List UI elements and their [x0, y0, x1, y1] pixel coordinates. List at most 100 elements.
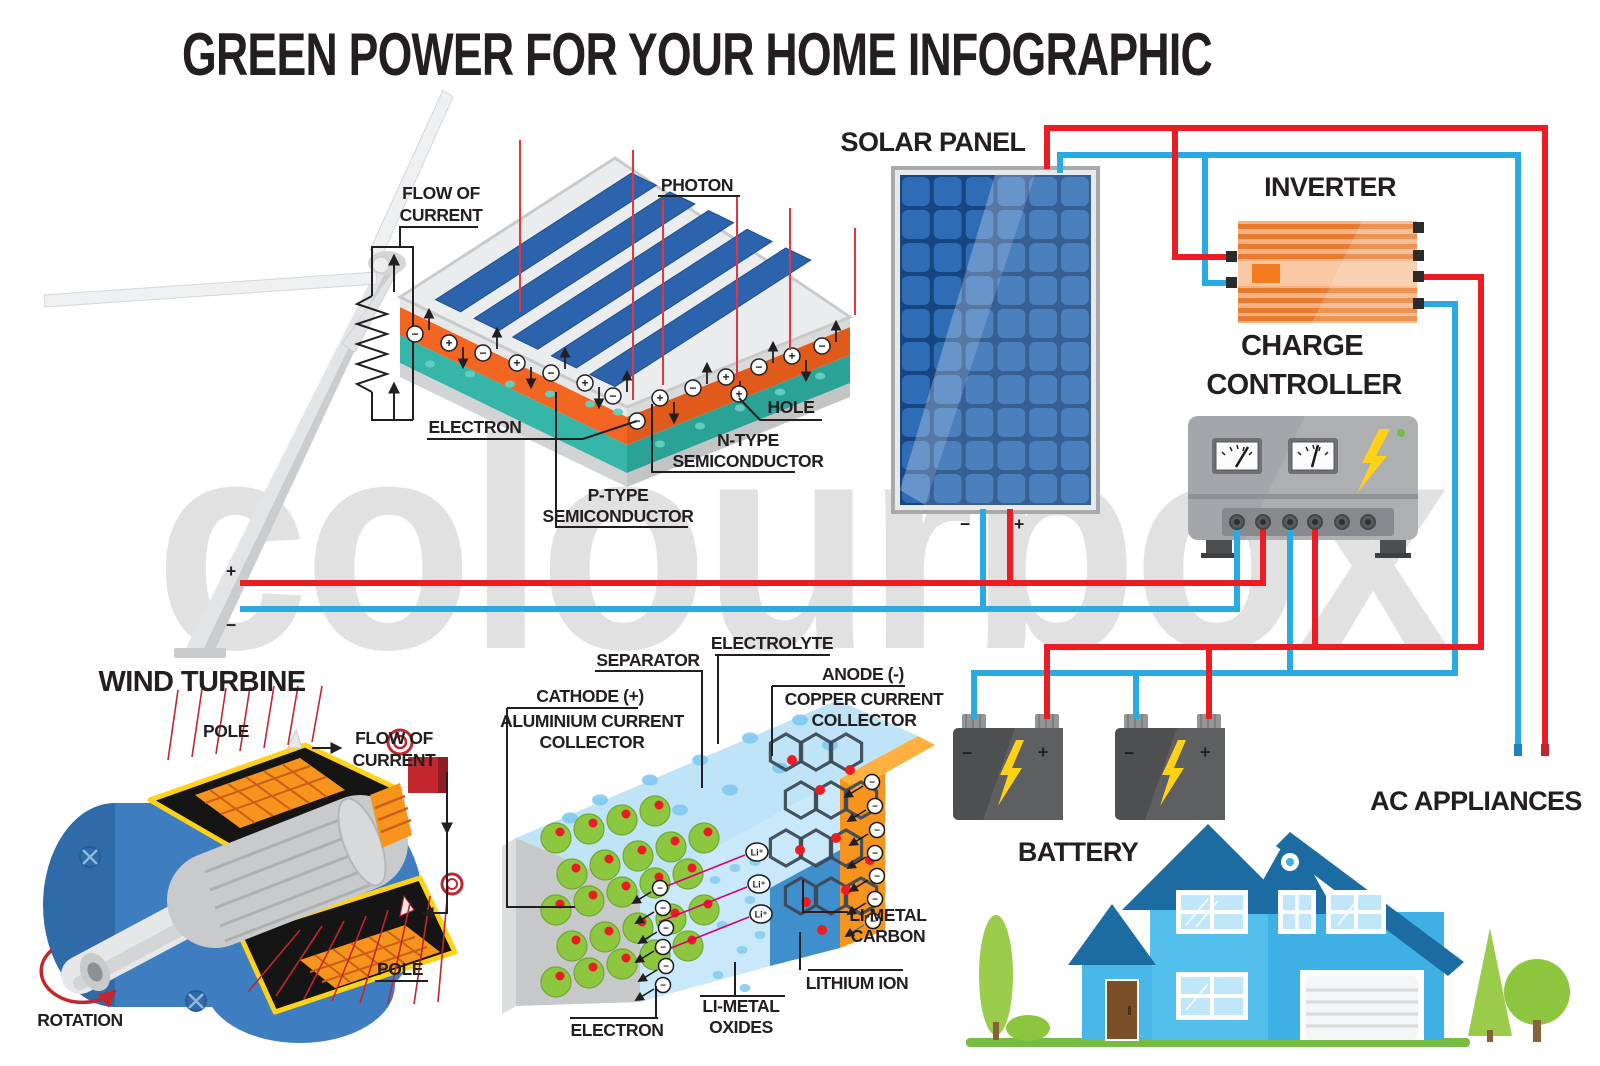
leader-anode: [771, 685, 905, 756]
wire-ac-neg-branch: [1202, 152, 1236, 286]
label-gen-flow-1: FLOW OF: [355, 728, 434, 748]
power-led-icon: [1397, 429, 1405, 437]
label-copper-1: COPPER CURRENT: [785, 689, 944, 709]
window: [1278, 890, 1316, 934]
electron-sign: −: [872, 895, 878, 906]
generator-rotor-laminations: [204, 813, 371, 943]
li-symbol: Li⁺: [755, 910, 768, 920]
wire-end-cap: [1514, 744, 1522, 756]
gauge-needle: [1310, 444, 1320, 468]
battery1-plus-sign: +: [1038, 742, 1048, 762]
label-n-type-1: N-TYPE: [717, 430, 779, 450]
turbine-blade-up: [369, 89, 454, 259]
pv-top-edge-right: [627, 317, 850, 417]
label-copper-2: COLLECTOR: [812, 710, 918, 730]
pv-p-layer-right: [627, 355, 850, 473]
label-li-metal-carbon-1: LI-METAL: [849, 905, 927, 925]
label-charge-controller-2: CONTROLLER: [1206, 369, 1402, 401]
analog-gauge-2: [1288, 438, 1338, 474]
window: [1176, 972, 1248, 1020]
turbine-tower-shade: [202, 262, 396, 652]
electron-sign: −: [660, 981, 666, 992]
electron-icon: [864, 912, 882, 930]
charge-sign: −: [818, 339, 825, 353]
charge-sign: +: [656, 391, 663, 405]
window: [1176, 890, 1248, 934]
electron-icon: [813, 337, 831, 355]
wire-battery-neg-bus: [971, 301, 1458, 719]
shaft-end-core: [87, 962, 103, 982]
label-separator: SEPARATOR: [596, 650, 700, 670]
labels-layer: GREEN POWER FOR YOUR HOME INFOGRAPHIC FL…: [37, 21, 1582, 1040]
grass: [966, 1038, 1470, 1047]
electron-icon: [604, 387, 622, 405]
lightning-bolt-icon: [1160, 740, 1186, 806]
lightning-bolt-icon: [998, 740, 1024, 806]
cypress-tree: [979, 915, 1013, 1035]
coil-ring-icon: [446, 878, 458, 890]
inverter-port: [1252, 264, 1280, 283]
pv-current-loop: [353, 246, 414, 421]
label-li-metal-oxides-1: LI-METAL: [702, 996, 780, 1016]
generator-field-lines-top: [167, 685, 323, 761]
wire-ac-pos-branch: [1172, 125, 1236, 260]
leader-cathode: [506, 707, 638, 908]
generator-illustration: [39, 685, 464, 1043]
charge-sign: −: [609, 389, 616, 403]
tree-trunk: [1487, 1030, 1493, 1042]
label-flow-of-current-2: CURRENT: [400, 205, 483, 225]
pv-bottom-left-face: [400, 363, 627, 487]
electron-sign: −: [660, 943, 666, 954]
label-cathode: CATHODE (+): [536, 686, 644, 706]
charge-sign: +: [722, 370, 729, 384]
turbine-blade-left: [43, 271, 378, 308]
leader-n-type: [651, 404, 795, 473]
wire-ac-neg-loop: [1057, 152, 1521, 753]
electron-icon: [863, 773, 881, 791]
carbon-zone-face: [770, 850, 840, 966]
electron-sign: −: [663, 924, 669, 935]
liion-top-face: [516, 700, 918, 890]
lithium-ion-icon: [747, 874, 771, 894]
charge-controller-illustration: [1188, 416, 1418, 558]
label-lithium-ion: LITHIUM ION: [806, 973, 909, 993]
label-photon: PHOTON: [661, 175, 733, 195]
controller-foot: [1380, 540, 1406, 554]
hole-icon: [717, 368, 735, 386]
analog-gauge-1: [1212, 438, 1262, 474]
wire-end-cap: [1541, 744, 1549, 756]
label-solar-panel: SOLAR PANEL: [841, 127, 1026, 157]
charge-sign: −: [547, 366, 554, 380]
electron-icon: [654, 938, 672, 956]
electron-icon: [474, 344, 492, 362]
leader-electron-pv: [427, 420, 638, 440]
label-electrolyte: ELECTROLYTE: [711, 633, 833, 653]
battery-2: [1115, 714, 1225, 820]
turbine-base: [174, 648, 226, 658]
electron-sign: −: [660, 904, 666, 915]
wire-ac-pos-loop: [1044, 125, 1548, 753]
label-anode: ANODE (-): [822, 664, 904, 684]
resistor-zigzag-icon: [353, 295, 391, 393]
electron-icon: [684, 379, 702, 397]
electrolyte-face-right: [770, 779, 840, 888]
electron-icon: [542, 364, 560, 382]
solar-panel-illustration: [891, 166, 1100, 514]
charge-sign: −: [411, 327, 418, 341]
leader-electron-liion: [570, 986, 658, 1019]
wire-battery-pos-bus: [1044, 274, 1484, 719]
gable-vent-center: [1286, 858, 1294, 866]
battery-terminal-ribs: [965, 714, 1054, 730]
pine-tree: [1468, 928, 1512, 1036]
coil-ring-icon: [440, 872, 464, 896]
lithium-ion-icon: [749, 904, 773, 924]
pv-p-layer-dots: [425, 360, 825, 448]
solar-panel-cells: [900, 175, 1091, 505]
electron-sign: −: [870, 917, 876, 928]
battery2-plus-sign: +: [1200, 742, 1210, 762]
porch-roof: [1068, 904, 1156, 965]
hole-icon: [651, 389, 669, 407]
label-charge-controller-1: CHARGE: [1241, 330, 1363, 362]
label-pole-top: POLE: [203, 721, 249, 741]
leader-li-metal-oxides: [700, 962, 785, 997]
